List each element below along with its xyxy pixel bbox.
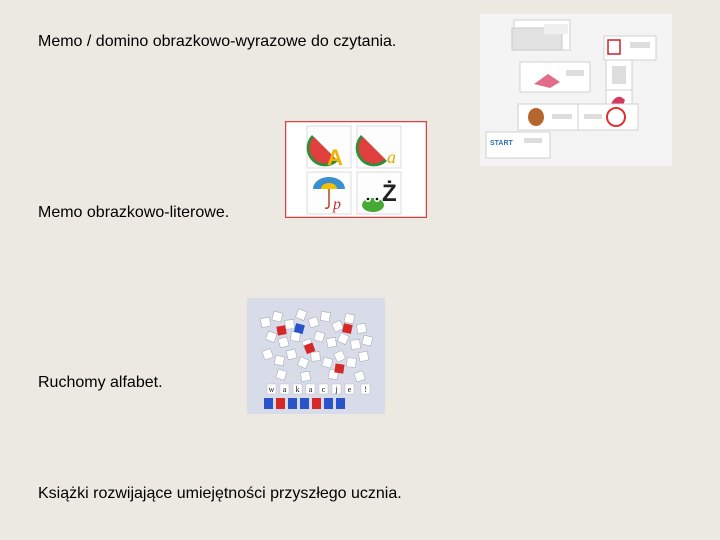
letter-memo-photo: A a p Ż [285,121,427,218]
text-books: Książki rozwijające umiejętności przyszł… [38,485,402,502]
alphabet-letter-5: c [322,385,326,394]
card-letter-Z: Ż [382,180,397,207]
alphabet-photo: w a k a c j e ! [247,298,385,414]
domino-photo: START [480,14,672,166]
alphabet-letter-8: ! [364,385,367,394]
alphabet-letter-6: j [334,385,337,394]
card-letter-A: A [327,145,343,170]
alphabet-letter-1: w [269,385,275,394]
alphabet-letter-7: e [348,385,352,394]
card-letter-a: a [387,147,396,167]
text-memo-domino: Memo / domino obrazkowo-wyrazowe do czyt… [38,33,397,50]
alphabet-letter-3: k [296,385,300,394]
alphabet-letter-2: a [283,385,287,394]
card-letter-p: p [332,196,341,213]
text-moving-alphabet: Ruchomy alfabet. [38,374,163,391]
domino-start-label: START [490,140,514,147]
alphabet-letter-4: a [309,385,313,394]
text-memo-letters: Memo obrazkowo-literowe. [38,204,230,221]
